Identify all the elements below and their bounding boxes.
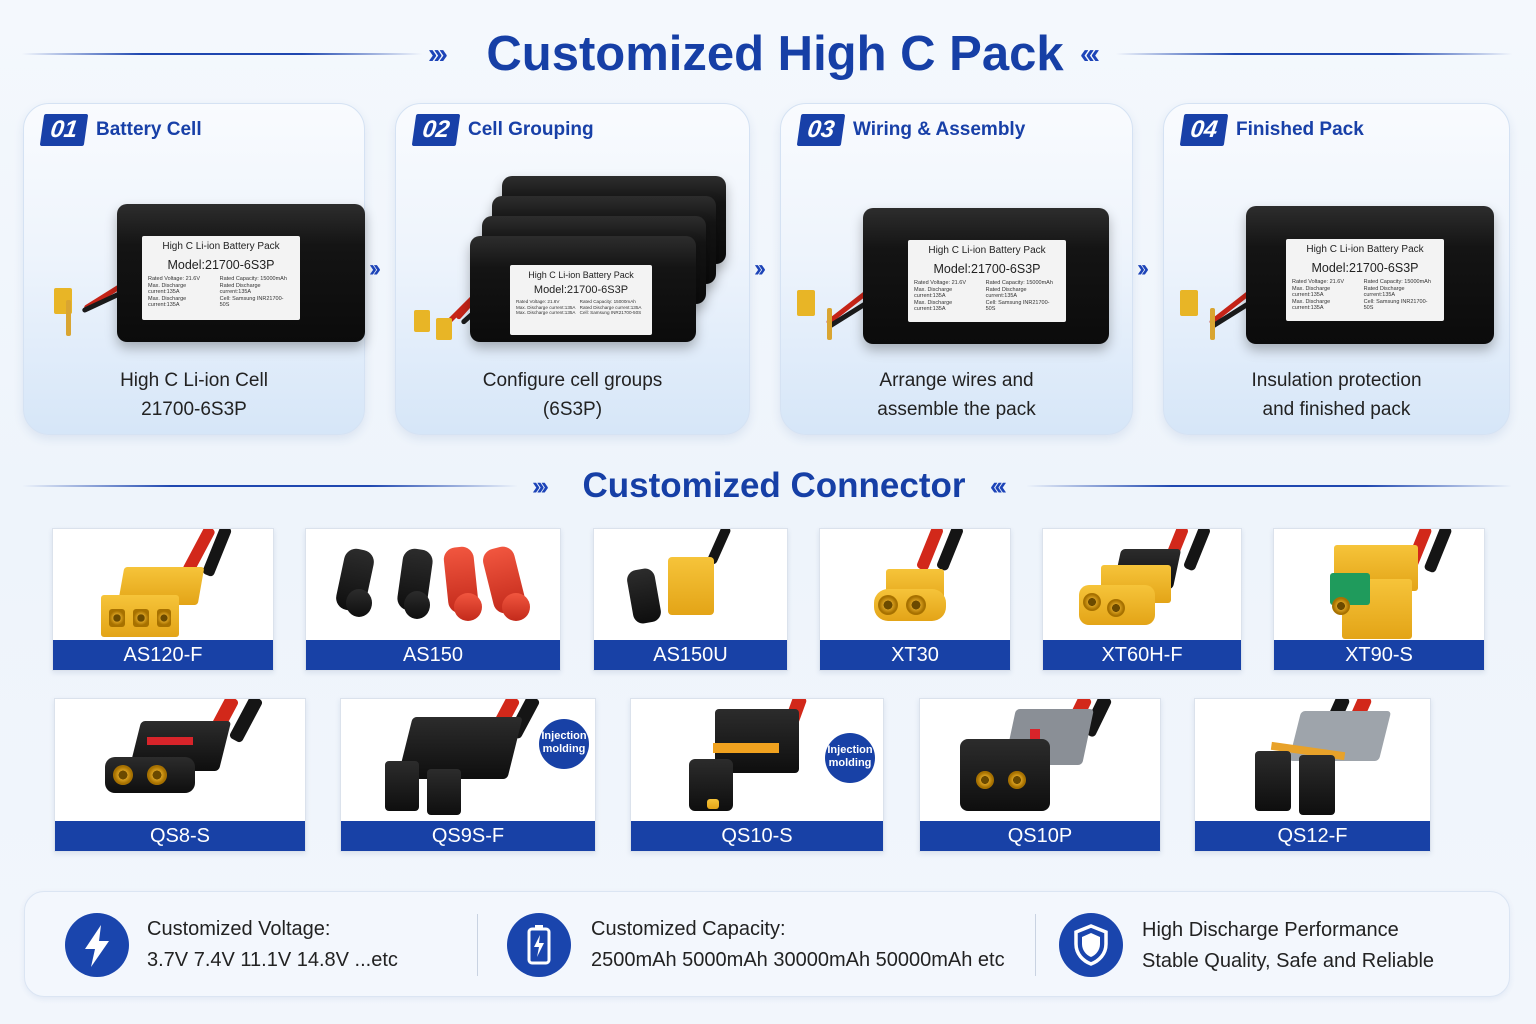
- chevron-right-icon: ›››: [428, 38, 448, 69]
- chevron-left-icon: ‹‹‹: [990, 472, 1007, 500]
- battery-pack-image: High C Li-ion Battery Pack Model:21700-6…: [781, 104, 1134, 364]
- battery-icon: [507, 913, 571, 977]
- connector-label: AS150: [306, 640, 560, 670]
- battery-stack-image: High C Li-ion Battery Pack Model:21700-6…: [396, 104, 751, 364]
- connector-image: [1195, 699, 1430, 821]
- feature-bar: Customized Voltage: 3.7V 7.4V 11.1V 14.8…: [24, 891, 1510, 997]
- battery-label: High C Li-ion Battery Pack Model:21700-6…: [1286, 239, 1444, 321]
- header-rule-right: [1116, 53, 1512, 55]
- battery-pack-image: High C Li-ion Battery Pack Model:21700-6…: [24, 104, 366, 364]
- step-card-1: 01 Battery Cell High C Li-ion Battery Pa…: [23, 103, 365, 435]
- divider: [477, 914, 478, 976]
- step-description: Configure cell groups (6S3P): [482, 370, 663, 420]
- connector-card: XT30: [819, 528, 1011, 671]
- battery-pack-image: High C Li-ion Battery Pack Model:21700-6…: [1164, 104, 1511, 364]
- step-title: Battery Cell: [96, 119, 202, 140]
- connector-image: [920, 699, 1160, 821]
- battery-label: High C Li-ion Battery Pack Model:21700-6…: [908, 240, 1066, 322]
- connector-label: QS8-S: [55, 821, 305, 851]
- header-rule-left: [22, 53, 422, 55]
- chevron-right-icon: ›››: [532, 472, 549, 500]
- connector-rule-left: [22, 485, 518, 487]
- chevron-left-icon: ‹‹‹: [1080, 38, 1100, 69]
- shield-icon: [1059, 913, 1123, 977]
- chevron-right-icon: ››: [369, 255, 381, 282]
- connector-card: XT90-S: [1273, 528, 1485, 671]
- step-card-4: 04 Finished Pack High C Li-ion Battery P…: [1163, 103, 1510, 435]
- step-card-3: 03 Wiring & Assembly High C Li-ion Batte…: [780, 103, 1133, 435]
- connector-card: XT60H-F: [1042, 528, 1242, 671]
- connector-label: QS10P: [920, 821, 1160, 851]
- step-description: Arrange wires and assemble the pack: [877, 370, 1036, 420]
- connector-label: QS9S-F: [341, 821, 595, 851]
- connector-label: AS150U: [594, 640, 787, 670]
- connector-label: XT30: [820, 640, 1010, 670]
- chevron-right-icon: ››: [754, 255, 766, 282]
- step-description: Insulation protection and finished pack: [1251, 370, 1422, 420]
- connector-card: AS120-F: [52, 528, 274, 671]
- connector-card: QS12-F: [1194, 698, 1431, 852]
- step-title: Cell Grouping: [468, 119, 594, 140]
- connector-card: QS8-S: [54, 698, 306, 852]
- connector-image: [594, 529, 787, 640]
- connector-image: [820, 529, 1010, 640]
- connector-label: XT90-S: [1274, 640, 1484, 670]
- connector-card: QS10P: [919, 698, 1161, 852]
- chevron-right-icon: ››: [1137, 255, 1149, 282]
- battery-label: High C Li-ion Battery Pack Model:21700-6…: [142, 236, 300, 320]
- connector-image: [306, 529, 560, 640]
- battery-label: High C Li-ion Battery Pack Model:21700-6…: [510, 265, 652, 335]
- step-title: Finished Pack: [1236, 119, 1364, 140]
- step-description: High C Li-ion Cell 21700-6S3P: [120, 370, 268, 420]
- connector-label: XT60H-F: [1043, 640, 1241, 670]
- connector-label: AS120-F: [53, 640, 273, 670]
- connector-image: [55, 699, 305, 821]
- connector-image: [1043, 529, 1241, 640]
- lightning-icon: [65, 913, 129, 977]
- connector-image: [1274, 529, 1484, 640]
- connector-image: [53, 529, 273, 640]
- connector-rule-right: [1026, 485, 1512, 487]
- connector-card: AS150: [305, 528, 561, 671]
- page-title: Customized High C Pack: [486, 27, 1064, 81]
- feature-voltage: Customized Voltage: 3.7V 7.4V 11.1V 14.8…: [147, 918, 398, 971]
- divider: [1035, 914, 1036, 976]
- section-title: Customized Connector: [582, 466, 966, 505]
- connector-label: QS12-F: [1195, 821, 1430, 851]
- connector-card: AS150U: [593, 528, 788, 671]
- connector-label: QS10-S: [631, 821, 883, 851]
- step-title: Wiring & Assembly: [853, 119, 1026, 140]
- feature-capacity: Customized Capacity: 2500mAh 5000mAh 300…: [591, 918, 1005, 971]
- feature-discharge: High Discharge Performance Stable Qualit…: [1142, 919, 1435, 972]
- step-card-2: 02 Cell Grouping High C Li-ion Battery P…: [395, 103, 750, 435]
